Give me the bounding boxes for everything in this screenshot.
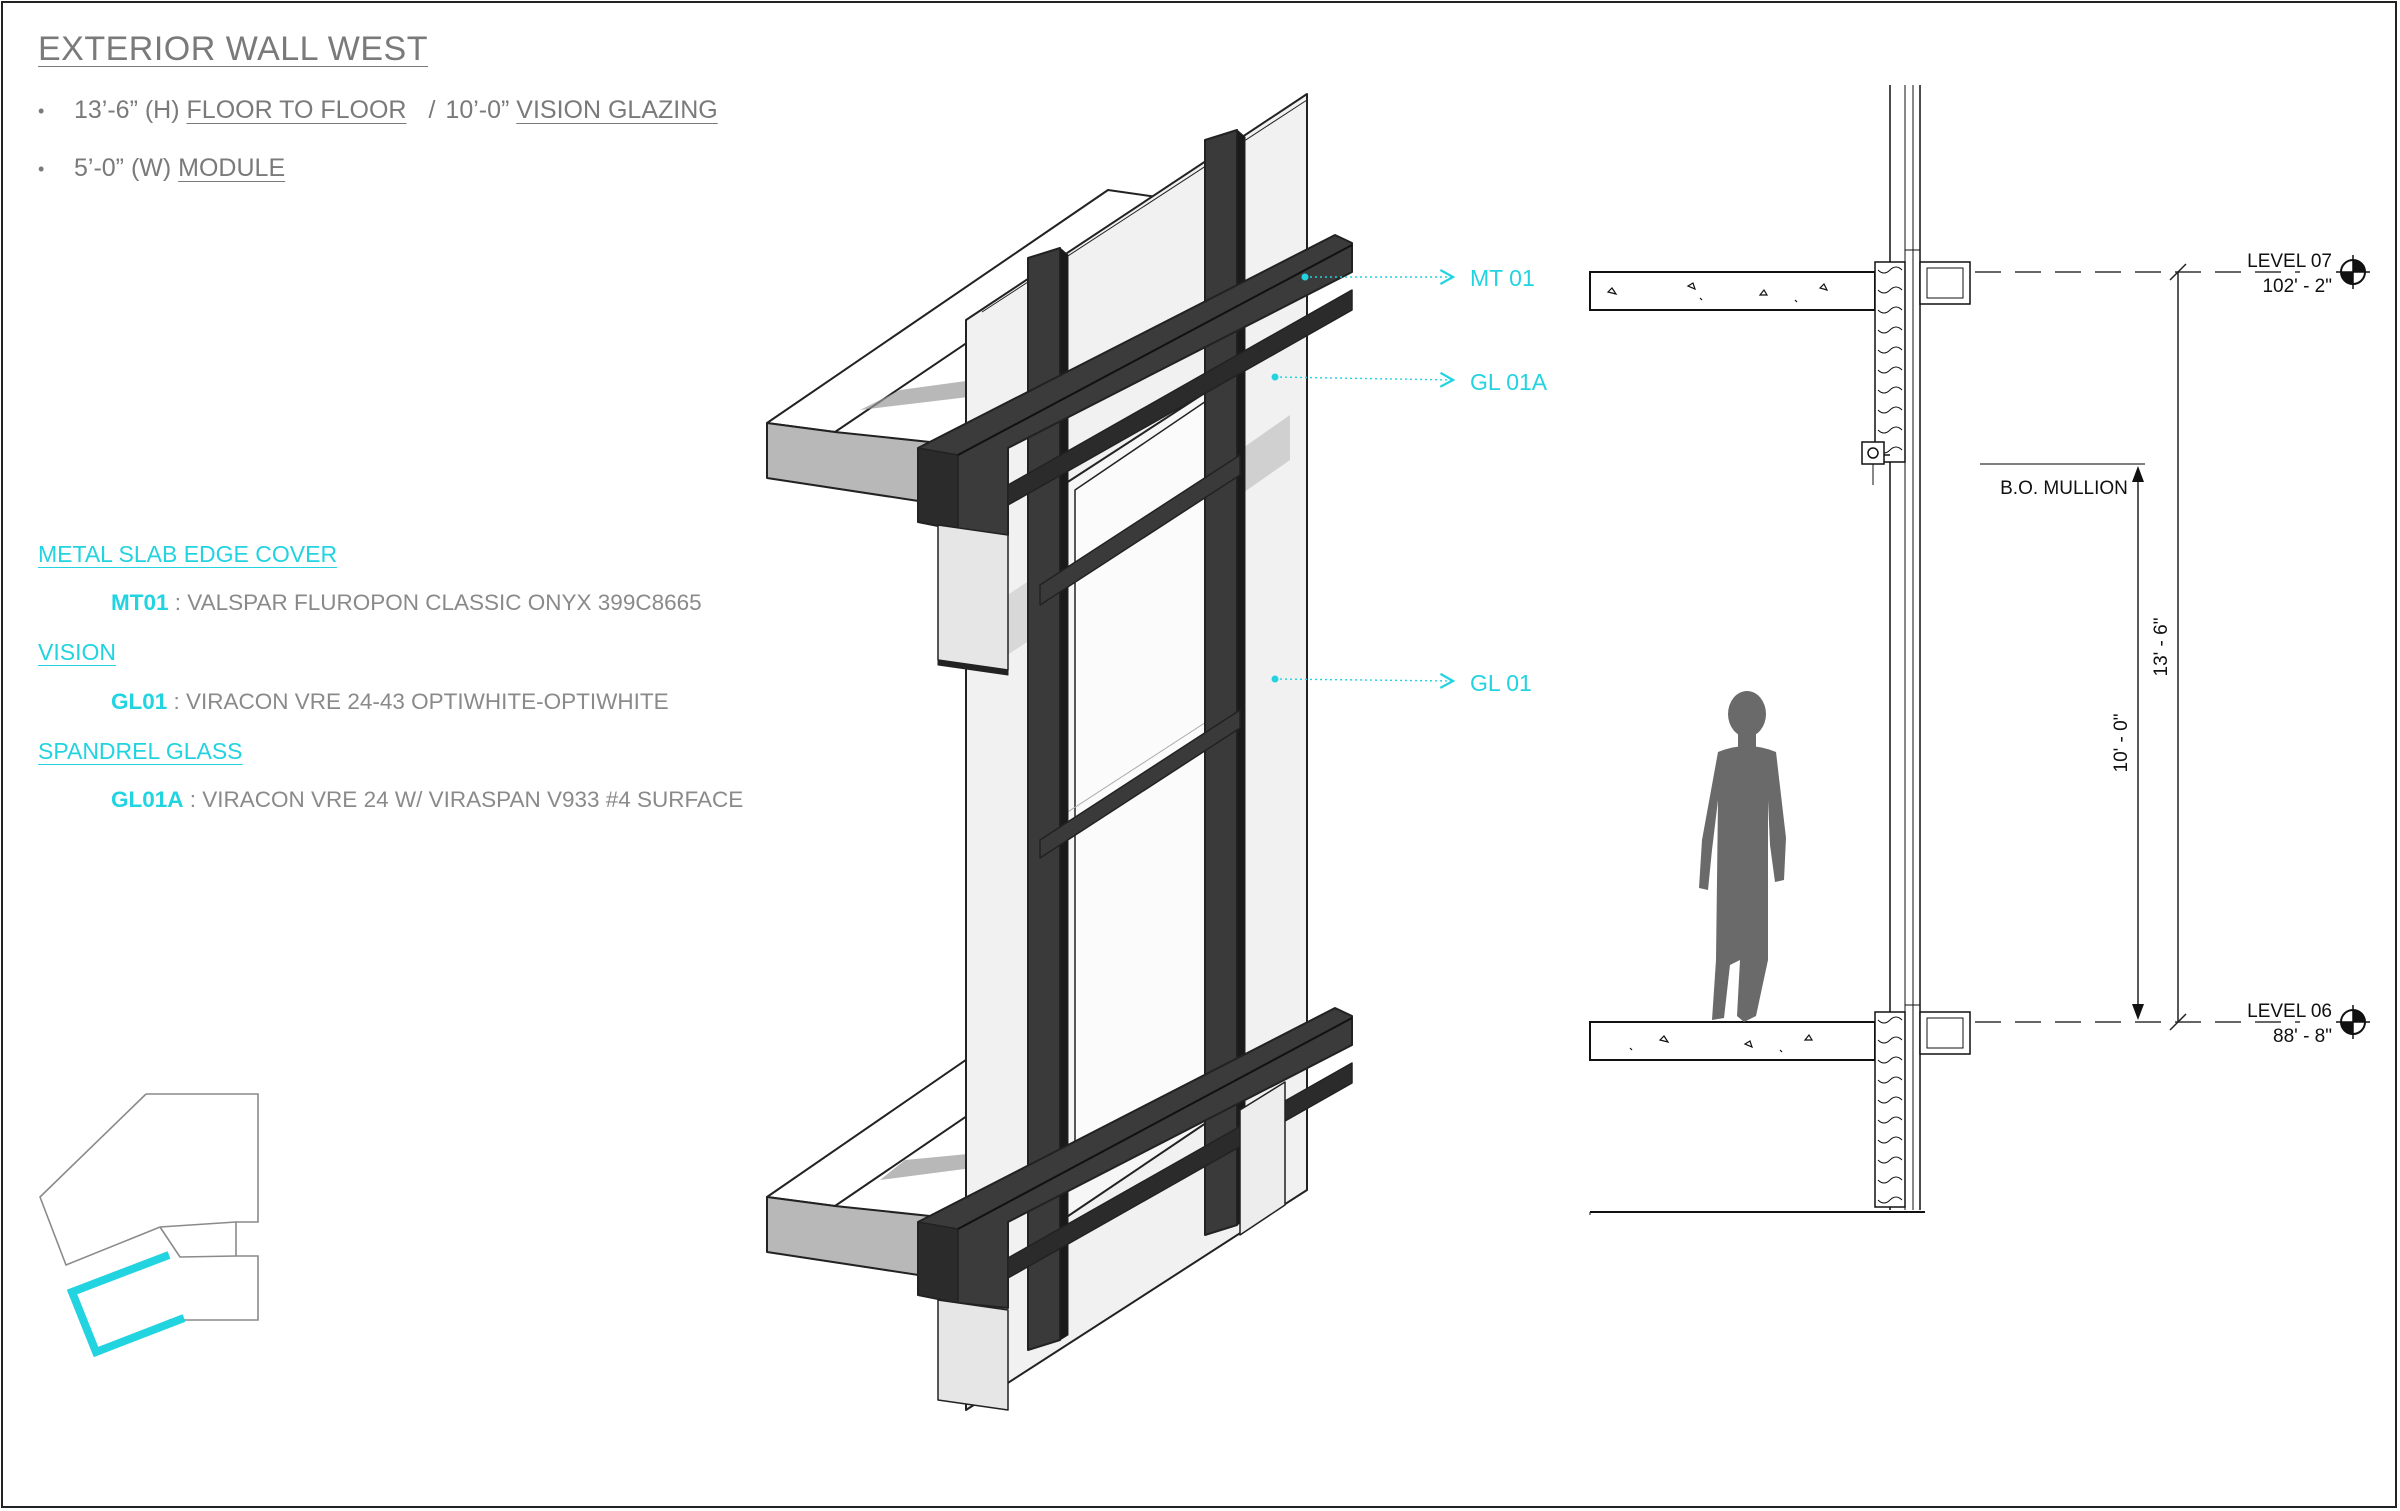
dimensions [2137,263,2187,1031]
callout-labels: MT 01 GL 01A GL 01 [1470,265,1548,696]
callout-leaders [1271,269,1456,689]
bullet-dot: • [38,158,45,179]
separator: / [428,96,436,124]
bullet-floor-height: • 13’-6” (H) FLOOR TO FLOOR / 10’-0” VISION… [38,96,718,125]
section-labels: LEVEL 07 102' - 2" LEVEL 06 88' - 8" B.O… [2000,251,2332,1047]
vision-glazing-label: VISION GLAZING [516,96,718,124]
level07-name: LEVEL 07 [2247,251,2332,272]
legend-heading-spandrel: SPANDREL GLASS [38,738,243,764]
legend-heading-vision: VISION [38,639,116,665]
legend-code: GL01A [111,787,184,812]
module-label: MODULE [178,154,286,182]
wall-section [1589,85,1971,1215]
legend-desc: : VALSPAR FLUROPON CLASSIC ONYX 399C8665 [168,590,702,615]
floor-to-floor-label: FLOOR TO FLOOR [186,96,407,124]
bullet-module: • 5’-0” (W) MODULE [38,154,285,183]
callout-mt01: MT 01 [1470,265,1535,291]
dim-arrow-bottom [2132,1004,2144,1020]
level-marker-07 [2336,255,2370,289]
level-marker-06 [2336,1005,2370,1039]
bo-mullion-label: B.O. MULLION [2000,478,2128,499]
legend-heading-metal-slab-edge: METAL SLAB EDGE COVER [38,541,338,567]
legend-code: GL01 [111,689,168,714]
vision-height-value: 10’-0” [445,96,517,124]
legend-code: MT01 [111,590,169,615]
level06-elevation: 88' - 8" [2273,1026,2332,1047]
legend-item-gl01a: GL01A : VIRACON VRE 24 W/ VIRASPAN V933 … [111,787,743,813]
curtain-wall-axon [766,93,1353,1411]
level-lines [1975,271,2300,1023]
level07-elevation: 102' - 2" [2262,276,2332,297]
legend-desc: : VIRACON VRE 24 W/ VIRASPAN V933 #4 SUR… [183,787,744,812]
level06-name: LEVEL 06 [2247,1001,2332,1022]
key-plan-highlight [66,1251,186,1358]
key-plan [39,1093,259,1358]
dim-floor-to-floor: 13' - 6" [2151,618,2172,677]
dim-vision: 10' - 0" [2111,714,2132,773]
legend-desc: : VIRACON VRE 24-43 OPTIWHITE-OPTIWHITE [167,689,669,714]
callout-gl01a: GL 01A [1470,369,1548,395]
human-scale-figure [1699,691,1786,1022]
legend-item-mt01: MT01 : VALSPAR FLUROPON CLASSIC ONYX 399… [111,590,702,616]
dim-arrow-top [2132,466,2144,482]
callout-gl01: GL 01 [1470,670,1532,696]
module-width-value: 5’-0” (W) [74,154,179,182]
sheet-title: EXTERIOR WALL WEST [38,30,428,68]
legend-item-gl01: GL01 : VIRACON VRE 24-43 OPTIWHITE-OPTIW… [111,689,669,715]
floor-height-value: 13’-6” (H) [74,96,187,124]
bullet-dot: • [38,100,45,121]
